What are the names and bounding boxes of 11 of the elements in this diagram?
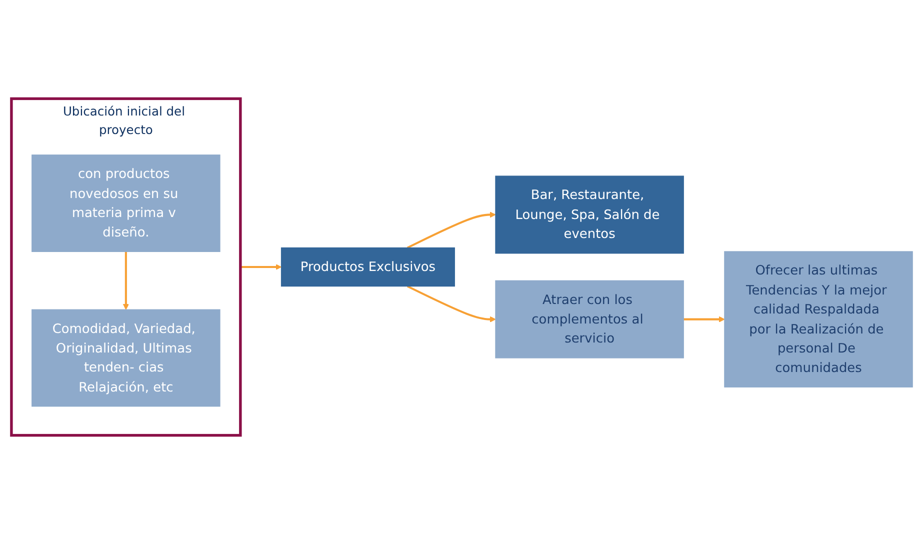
node-box: Comodidad, Variedad, Originalidad, Ultimas tenden- cias Relajación, etc: [32, 309, 220, 407]
node-box: Bar, Restaurante, Lounge, Spa, Salón de eventos: [495, 176, 684, 254]
node-box: Ofrecer las ultimas Tendencias Y la mejor calidad Respaldada por la Realización de personal De comunidades: [724, 251, 913, 388]
node-box: Productos Exclusivos: [280, 247, 455, 287]
arrow: [406, 212, 496, 249]
arrow: [122, 252, 129, 310]
arrow: [684, 316, 725, 322]
arrow: [406, 285, 496, 322]
node-box: con productos novedosos en su materia prima v diseño.: [32, 154, 220, 252]
arrow: [240, 264, 282, 270]
node-box: Atraer con los complementos al servicio: [495, 280, 684, 358]
